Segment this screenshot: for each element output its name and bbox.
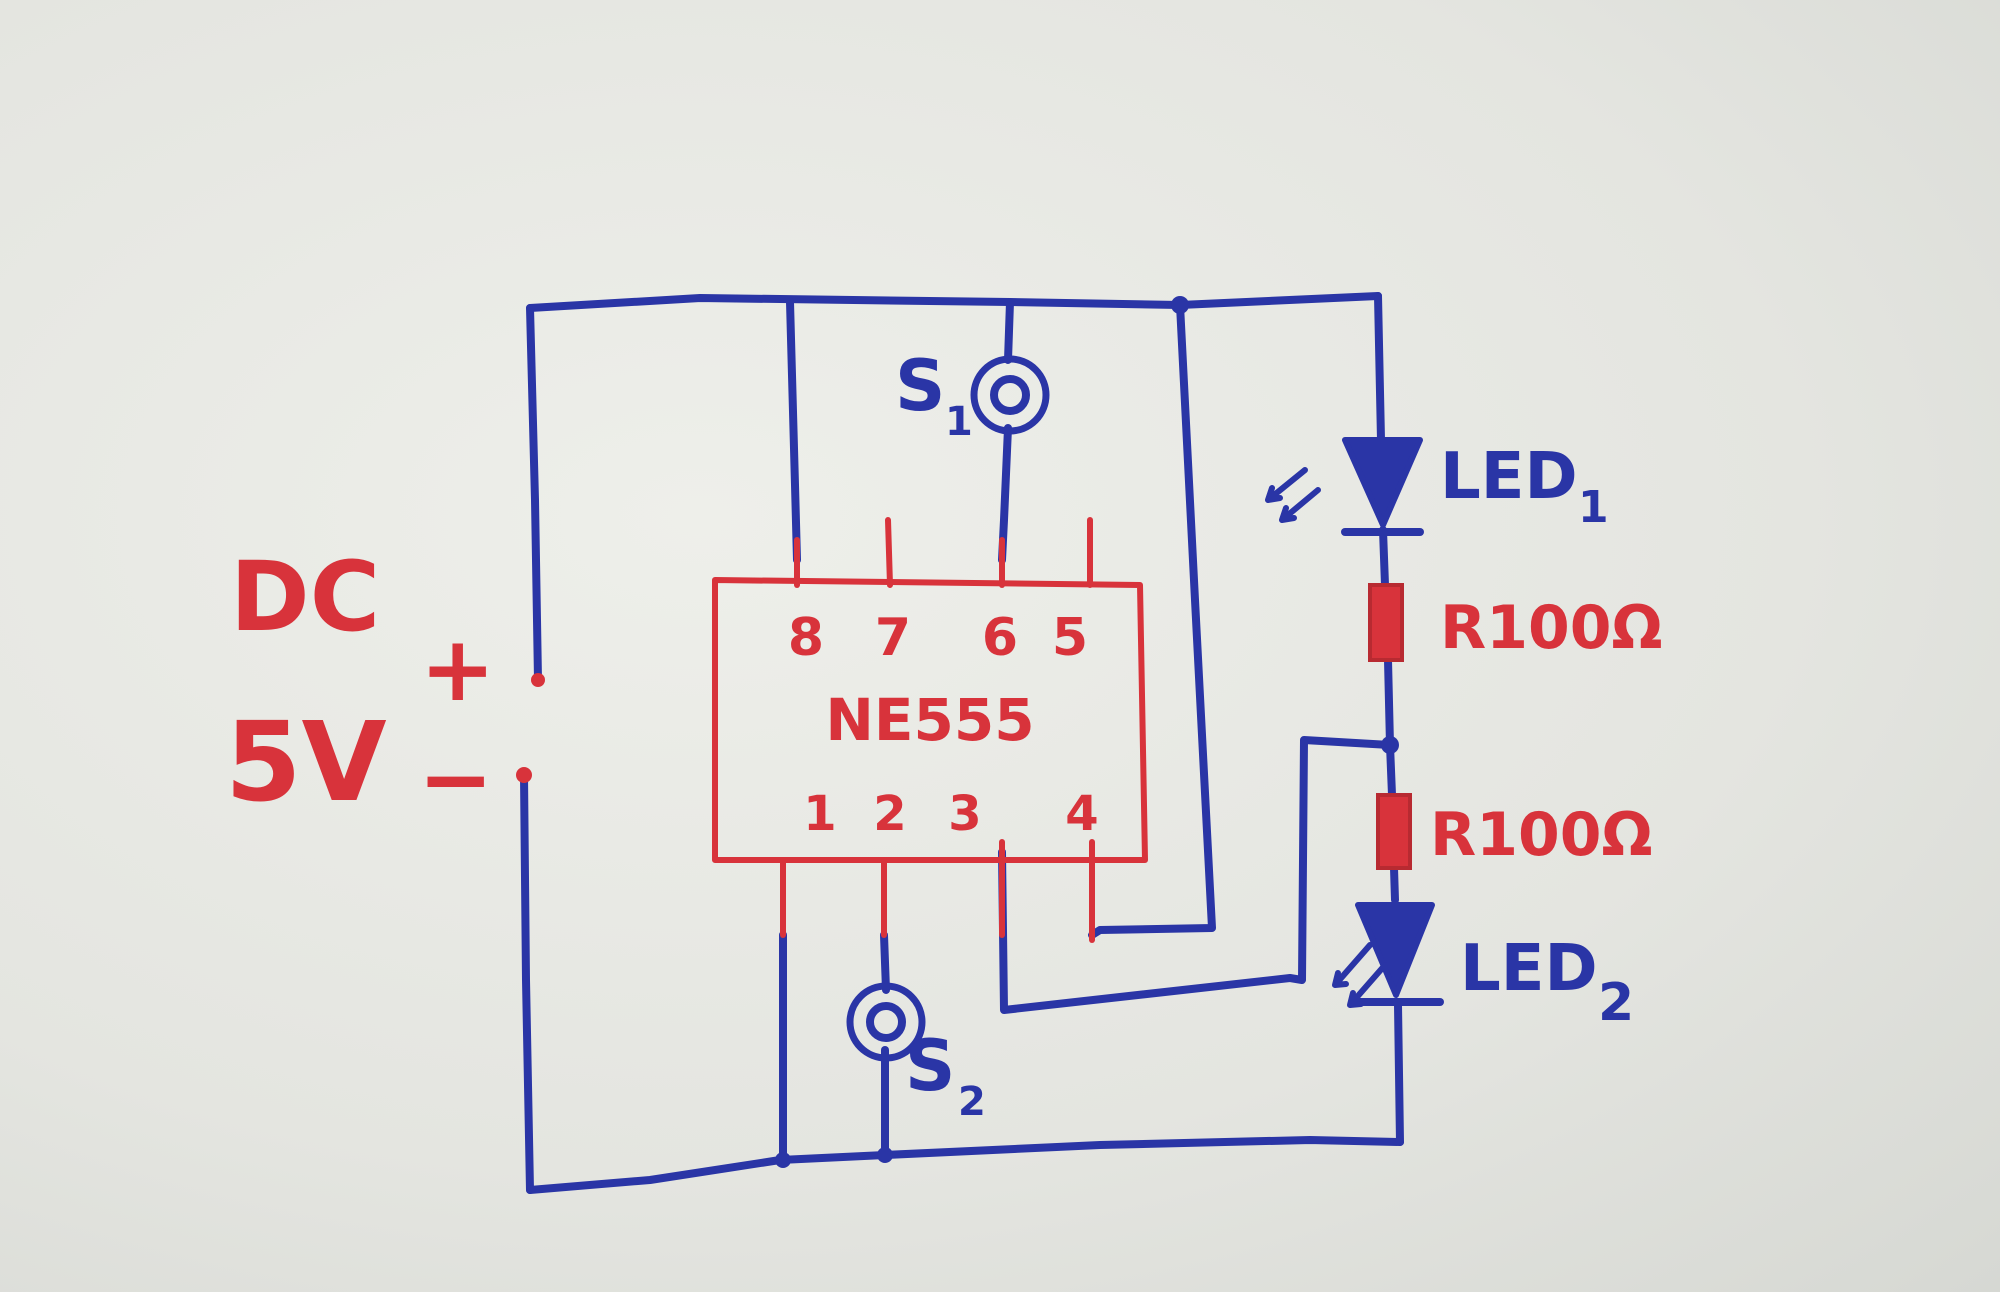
pin-label: 3 (948, 786, 981, 842)
negative-terminal-dot (516, 767, 532, 783)
power-label-dc: DC (230, 541, 380, 653)
ne555-chip (712, 517, 1148, 943)
s2-outer-ring (846, 982, 926, 1062)
junction-dot (877, 1147, 893, 1163)
s1-label: S (895, 345, 945, 427)
pin4-reset-wire (1088, 301, 1216, 939)
s1-supply-wire (1004, 298, 1014, 364)
r2-body (1376, 793, 1412, 870)
led2-label: LED (1460, 932, 1598, 1006)
led2-subscript: 2 (1598, 973, 1634, 1033)
pin7-leg (885, 517, 893, 588)
r1-label: R100Ω (1440, 593, 1662, 663)
pin3-output-wire (998, 736, 1394, 1014)
pin-label: 8 (788, 608, 824, 668)
led2-light-arrows-icon (1332, 942, 1388, 1008)
s2-label: S (905, 1025, 955, 1107)
led1-subscript: 1 (1578, 482, 1609, 533)
led1-r1-wire (1379, 526, 1389, 589)
pin8-wire (786, 298, 801, 564)
left-positive-wire (526, 304, 542, 684)
junction-dots (775, 296, 1399, 1168)
r2-led2-wire (1390, 864, 1399, 904)
led1-triangle (1342, 437, 1423, 528)
positive-terminal-dot (531, 673, 545, 687)
bottom-rail-wire (526, 1136, 1404, 1194)
positive-terminal-sign: + (420, 617, 495, 722)
pin-label: 2 (873, 786, 906, 842)
s1-inner-ring (990, 375, 1030, 415)
top-rail-wire (526, 292, 1382, 312)
pin2-s2-wire (880, 931, 890, 994)
s1-subscript: 1 (945, 399, 973, 445)
pin-label: 4 (1065, 786, 1098, 842)
led2-bottom-wire (1394, 1001, 1404, 1146)
junction-dot (1381, 736, 1399, 754)
r1-body (1368, 583, 1404, 662)
negative-terminal-sign: − (418, 727, 493, 832)
s2-inner-ring (866, 1002, 906, 1042)
led2-triangle (1355, 902, 1435, 998)
left-negative-wire (520, 771, 534, 1194)
led1: LED 1 (1265, 437, 1609, 536)
pin-label: 5 (1052, 608, 1088, 668)
wires (520, 292, 1404, 1194)
resistor-r2: R100Ω (1376, 793, 1652, 870)
led1-label: LED (1440, 440, 1578, 514)
sensor-s2: S 2 (846, 982, 986, 1125)
chip-name: NE555 (825, 686, 1034, 754)
s2-subscript: 2 (958, 1079, 986, 1125)
bottom-pin-labels: 1 2 3 4 (803, 786, 1098, 842)
r2-label: R100Ω (1430, 800, 1652, 870)
sensor-s1: S 1 (895, 345, 1050, 445)
pin-label: 6 (982, 608, 1018, 668)
pin-label: 7 (875, 608, 911, 668)
right-wire-top (1374, 292, 1385, 444)
power-label-voltage: 5V (225, 698, 387, 826)
top-pin-labels: 8 7 6 5 (788, 608, 1088, 668)
s1-outer-ring (970, 355, 1050, 435)
pin-label: 1 (803, 786, 836, 842)
junction-dot (775, 1152, 791, 1168)
chip-outline (712, 577, 1148, 863)
resistor-r1: R100Ω (1368, 583, 1662, 663)
junction-dot (1171, 296, 1189, 314)
power-source: DC 5V + − (225, 541, 545, 832)
led1-light-arrows-icon (1265, 467, 1321, 523)
r1-r2-wire (1384, 656, 1396, 799)
led2: LED 2 (1332, 902, 1634, 1033)
